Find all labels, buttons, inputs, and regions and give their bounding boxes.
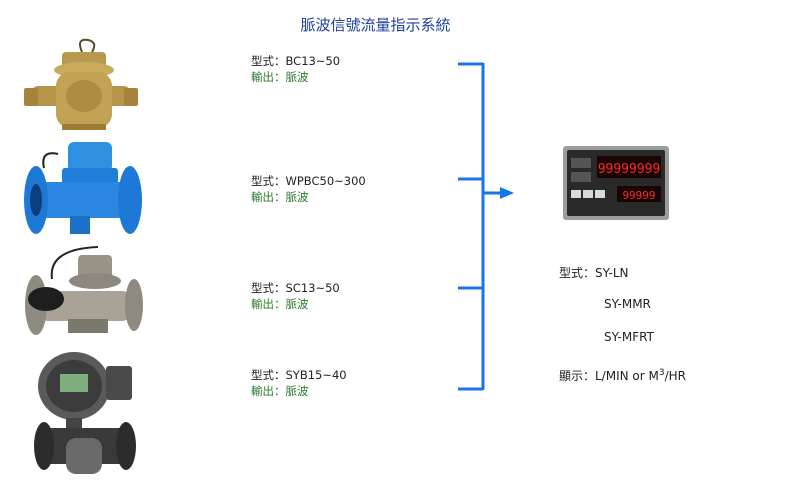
device-output-label: 輸出：脈波 bbox=[251, 384, 309, 398]
device-type-label: 型式：BC13~50 bbox=[251, 54, 341, 68]
indicator-model-2: SY-MMR bbox=[604, 297, 651, 311]
device-output-label: 輸出：脈波 bbox=[251, 70, 309, 84]
diagram-title: 脈波信號流量指示系統 bbox=[300, 16, 451, 34]
device-spec-syb: 型式：SYB15~40 輸出：脈波 bbox=[251, 367, 347, 399]
arrow-head-icon bbox=[500, 187, 514, 199]
display-top-digits: 99999999 bbox=[598, 162, 661, 177]
device-spec-bc: 型式：BC13~50 輸出：脈波 bbox=[251, 53, 340, 85]
display-unit-suffix: /HR bbox=[664, 369, 686, 383]
panel-meter-icon: 99999999 99999 bbox=[563, 146, 669, 220]
display-unit-text: 顯示：L/MIN or M bbox=[559, 369, 659, 383]
device-type-label: 型式：SYB15~40 bbox=[251, 368, 347, 382]
display-unit-superscript: 3 bbox=[658, 368, 665, 378]
device-spec-sc: 型式：SC13~50 輸出：脈波 bbox=[251, 280, 340, 312]
indicator-display-label: 顯示：L/MIN or M3/HR bbox=[559, 367, 686, 384]
device-spec-wpbc: 型式：WPBC50~300 輸出：脈波 bbox=[251, 173, 366, 205]
indicator-model-3: SY-MFRT bbox=[604, 330, 654, 344]
device-type-label: 型式：SC13~50 bbox=[251, 281, 340, 295]
electronic-flow-meter-icon bbox=[22, 348, 140, 478]
device-type-label: 型式：WPBC50~300 bbox=[251, 174, 366, 188]
blue-flanged-flow-meter-icon bbox=[22, 138, 146, 238]
steel-flow-meter-icon bbox=[22, 243, 144, 339]
indicator-model-label: 型式：SY-LN bbox=[559, 266, 629, 280]
brass-water-meter-icon bbox=[22, 38, 140, 132]
device-output-label: 輸出：脈波 bbox=[251, 190, 309, 204]
device-output-label: 輸出：脈波 bbox=[251, 297, 309, 311]
display-bottom-digits: 99999 bbox=[622, 189, 655, 202]
